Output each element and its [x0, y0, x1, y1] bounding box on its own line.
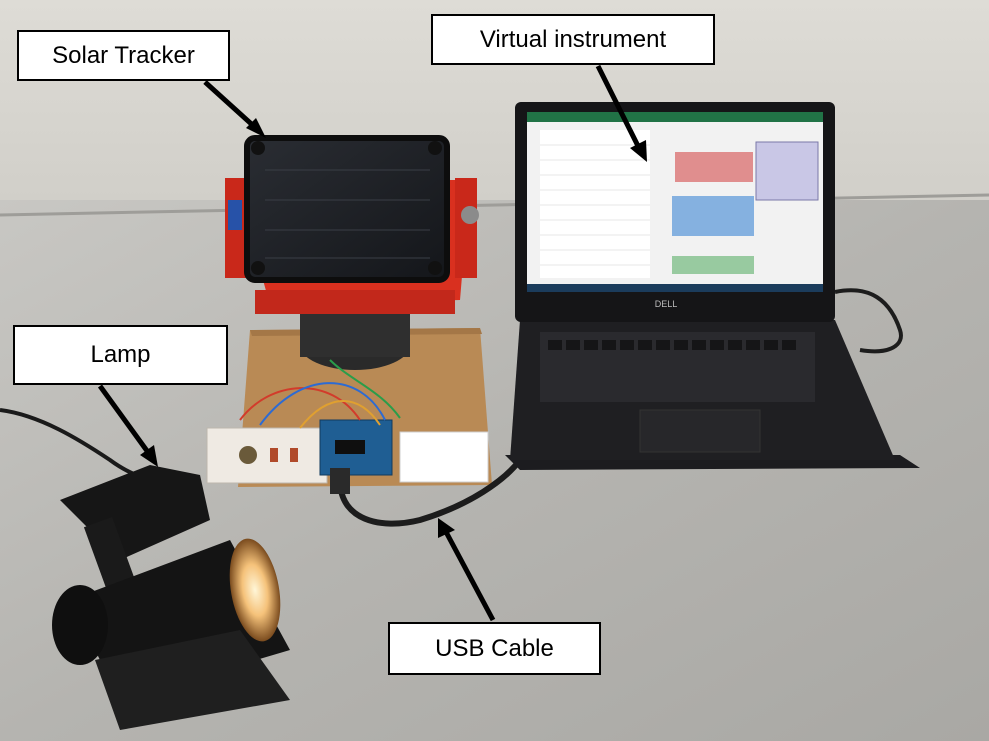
- callout-arrows: [97, 64, 647, 622]
- callout-usb-cable: USB Cable: [388, 622, 601, 675]
- laptop: DELL: [505, 102, 920, 470]
- screen-plot-blue: [672, 196, 754, 236]
- clamp-lamp: [52, 465, 290, 730]
- callout-solar-tracker: Solar Tracker: [17, 30, 230, 81]
- label-card: [399, 431, 489, 483]
- laptop-brand-logo: DELL: [655, 299, 678, 309]
- arduino-board: [319, 419, 393, 476]
- breadboard: [206, 427, 328, 484]
- arrow-lamp: [97, 384, 153, 457]
- screen-plot-red: [675, 152, 753, 182]
- solar-panel: [244, 135, 450, 283]
- usb-cable-wire: [337, 458, 523, 527]
- wires: [239, 359, 401, 429]
- lamp-bulb-glow: [229, 538, 281, 642]
- callout-virtual-instrument: Virtual instrument: [431, 14, 715, 65]
- arrow-solar-tracker: [203, 80, 260, 132]
- arrow-usb-cable: [442, 528, 496, 622]
- callout-lamp: Lamp: [13, 325, 228, 385]
- solar-tracker: [225, 135, 479, 370]
- arrow-virtual-instrument: [595, 64, 643, 152]
- screen-control-panel: [755, 141, 819, 201]
- screen-plot-green: [672, 256, 754, 274]
